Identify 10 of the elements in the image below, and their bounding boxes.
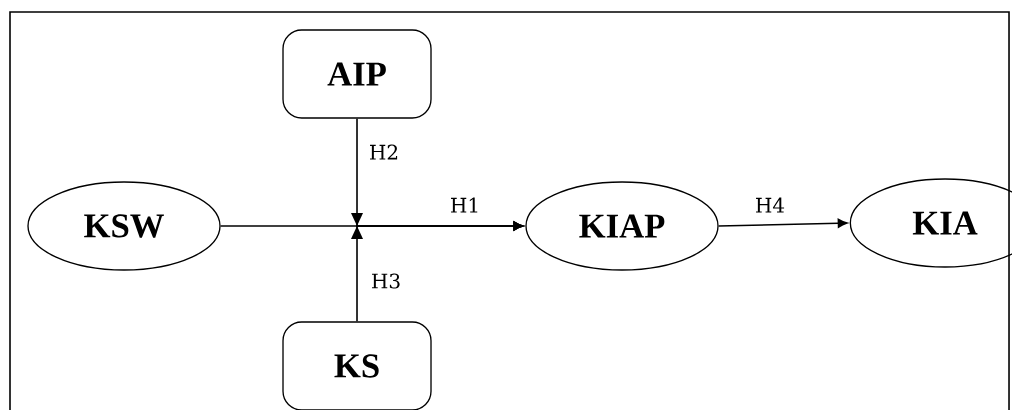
rounded-box: AIP [282, 29, 432, 119]
edge-label: H2 [367, 143, 401, 161]
arrow [717, 218, 848, 228]
rounded-box: KS [282, 321, 432, 410]
ellipse-node: KSW [27, 181, 221, 271]
edge-label: H3 [369, 272, 403, 290]
ellipse-node: KIAP [525, 181, 719, 271]
edge-label: H1 [448, 196, 482, 214]
edge-label: H4 [753, 196, 787, 214]
arrow [351, 221, 524, 323]
